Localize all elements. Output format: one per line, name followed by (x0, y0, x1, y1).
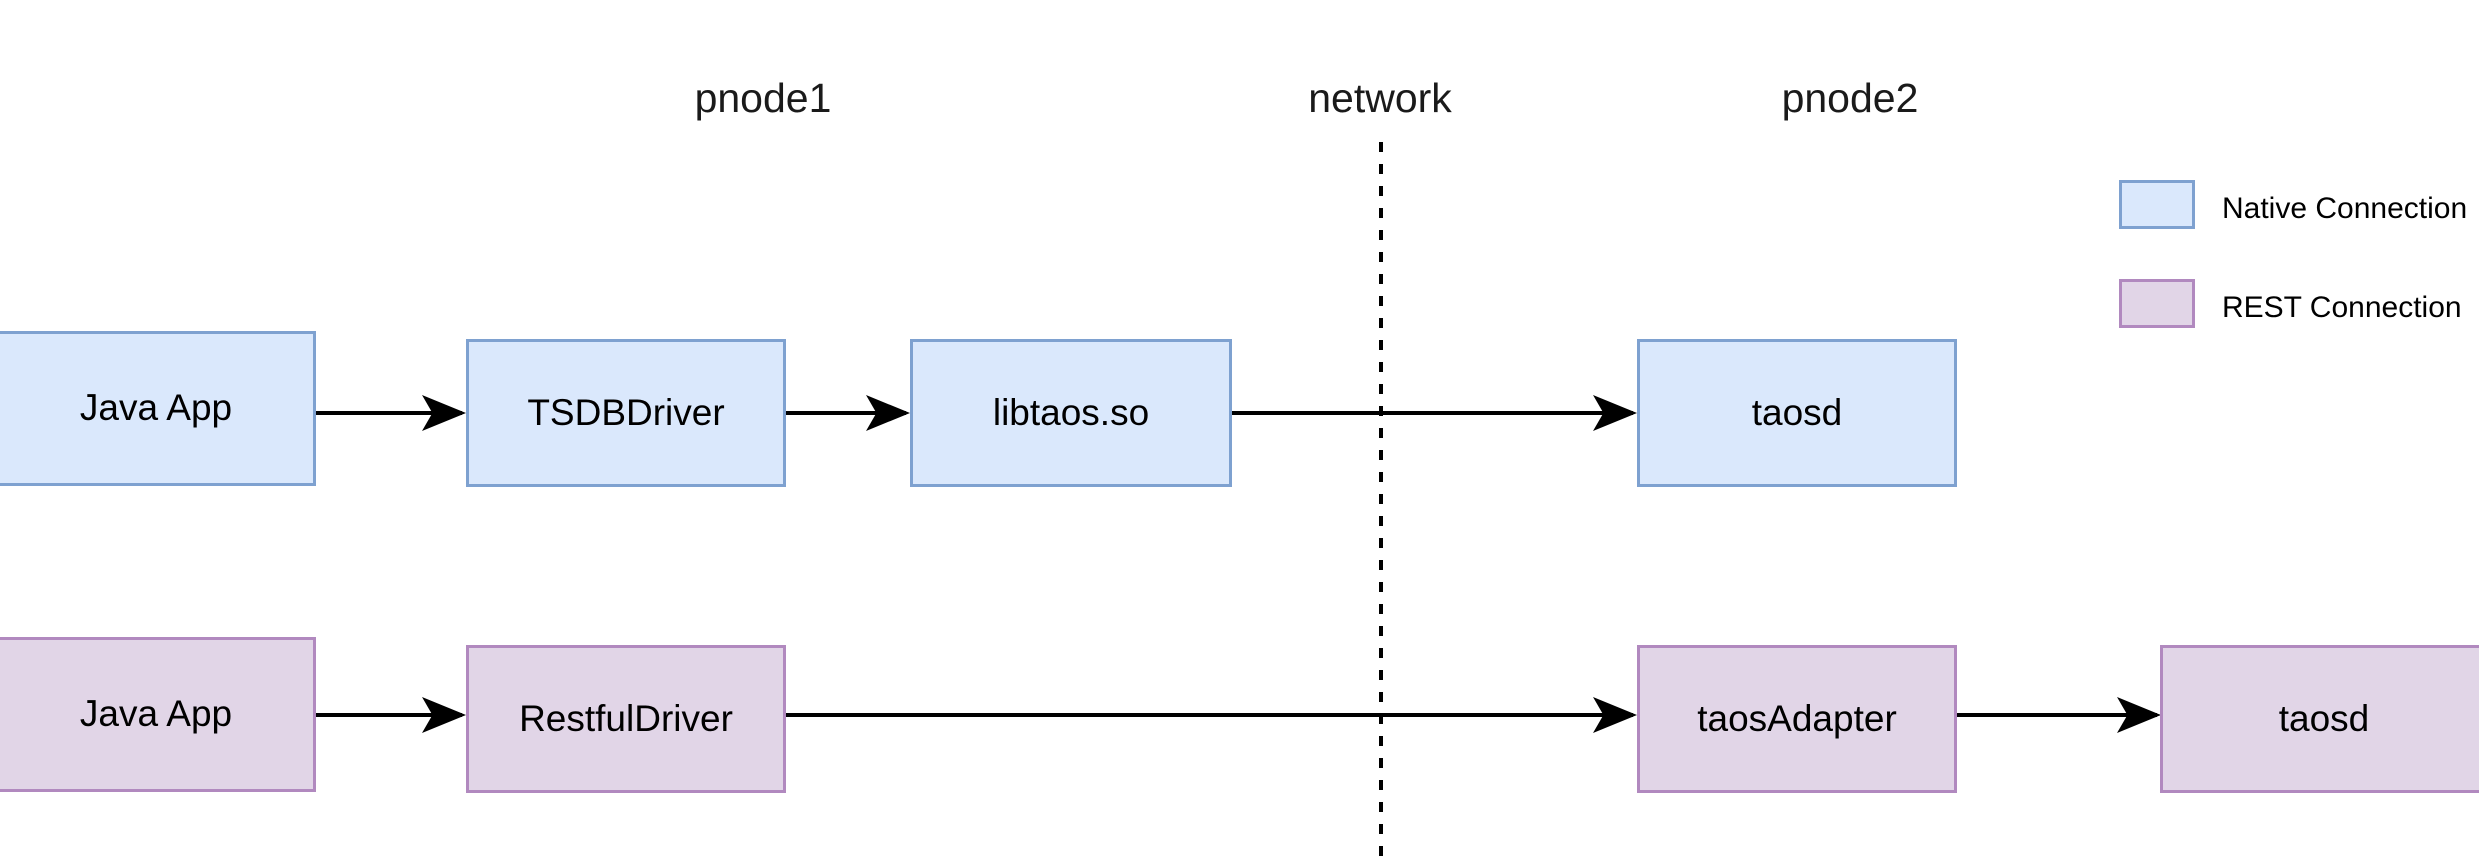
node-taosd-rest[interactable]: taosd (2160, 645, 2479, 793)
column-label-network: network (1308, 75, 1452, 121)
column-label-pnode1: pnode1 (694, 75, 832, 121)
node-java-app-native[interactable]: Java App (0, 331, 316, 486)
node-taosadapter[interactable]: taosAdapter (1637, 645, 1957, 793)
node-taosd-native[interactable]: taosd (1637, 339, 1957, 487)
legend-label-native-connection: Native Connection (2222, 192, 2468, 225)
node-java-app-rest[interactable]: Java App (0, 637, 316, 792)
node-restfuldriver[interactable]: RestfulDriver (466, 645, 786, 793)
node-libtaos-so[interactable]: libtaos.so (910, 339, 1232, 487)
legend-swatch-native-connection (2119, 180, 2195, 229)
node-tsdbdriver[interactable]: TSDBDriver (466, 339, 786, 487)
column-label-pnode2: pnode2 (1781, 75, 1919, 121)
legend-swatch-rest-connection (2119, 279, 2195, 328)
legend-label-rest-connection: REST Connection (2222, 291, 2462, 324)
